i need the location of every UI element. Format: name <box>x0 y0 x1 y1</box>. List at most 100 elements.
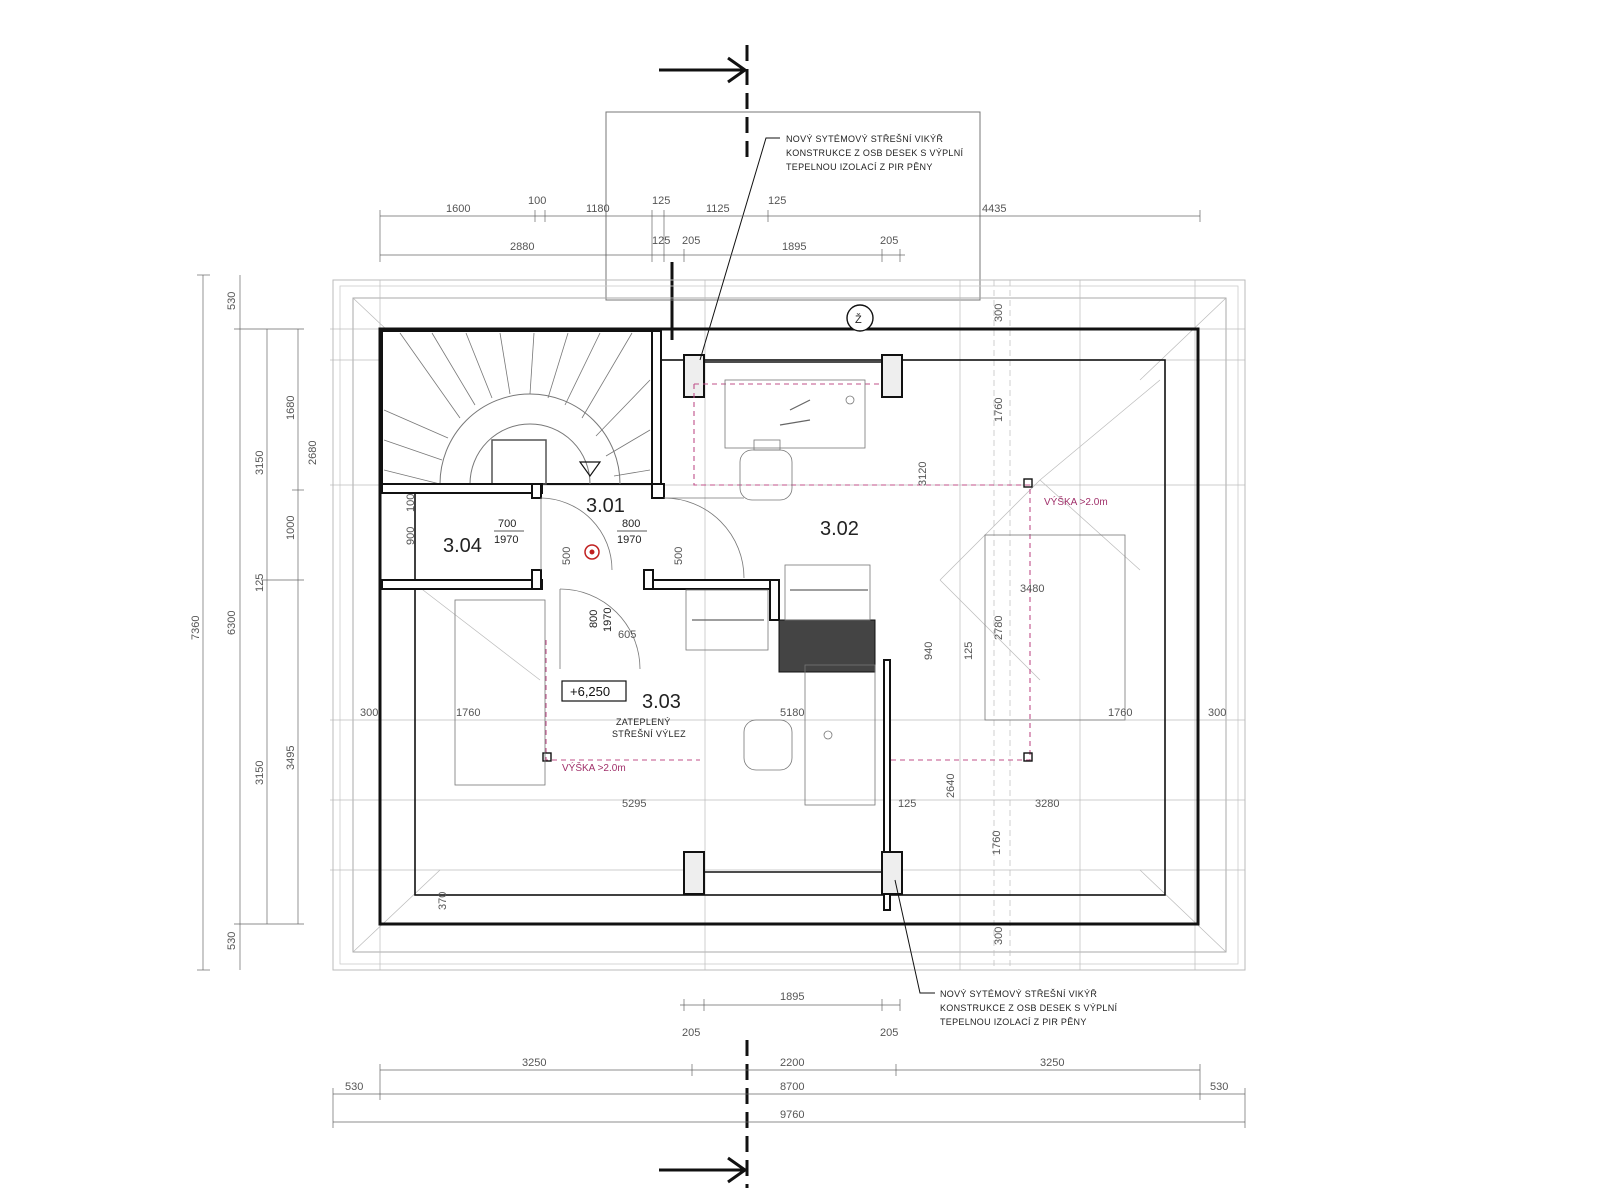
room-number-3-04: 3.04 <box>443 535 482 557</box>
section-cut-top <box>659 45 749 160</box>
attic-access-label: STŘEŠNÍ VÝLEZ <box>612 729 686 739</box>
svg-text:800: 800 <box>622 518 640 530</box>
svg-text:3250: 3250 <box>1040 1057 1064 1069</box>
svg-text:2880: 2880 <box>510 241 534 253</box>
svg-text:NOVÝ SYTÉMOVÝ STŘEŠNÍ VIKÝŘ: NOVÝ SYTÉMOVÝ STŘEŠNÍ VIKÝŘ <box>940 989 1097 999</box>
roof-eave <box>339 285 1239 965</box>
svg-text:2200: 2200 <box>780 1057 804 1069</box>
section-cut-bottom <box>659 1040 749 1188</box>
svg-text:NOVÝ SYTÉMOVÝ STŘEŠNÍ VIKÝŘ: NOVÝ SYTÉMOVÝ STŘEŠNÍ VIKÝŘ <box>786 134 943 144</box>
svg-text:300: 300 <box>993 927 1005 945</box>
svg-text:1760: 1760 <box>1108 707 1132 719</box>
svg-text:900: 900 <box>405 527 417 545</box>
height-marker <box>542 752 552 762</box>
smoke-detector-icon <box>584 544 600 560</box>
svg-text:500: 500 <box>561 547 573 565</box>
svg-text:500: 500 <box>673 547 685 565</box>
svg-text:2780: 2780 <box>993 616 1005 640</box>
svg-text:1180: 1180 <box>586 203 610 215</box>
room-number-3-01: 3.01 <box>586 495 625 517</box>
svg-text:1680: 1680 <box>285 396 297 420</box>
attic-access-label: ZATEPLENÝ <box>616 717 671 727</box>
dormer-outline <box>605 111 981 301</box>
svg-text:205: 205 <box>682 1027 700 1039</box>
svg-text:1125: 1125 <box>706 203 730 215</box>
dimension-texts-bottom: 1895 205 205 3250 2200 3250 530 8700 530… <box>345 991 1228 1121</box>
svg-text:530: 530 <box>226 292 238 310</box>
svg-text:940: 940 <box>923 642 935 660</box>
svg-text:KONSTRUKCE Z OSB DESEK S VÝPLN: KONSTRUKCE Z OSB DESEK S VÝPLNÍ <box>786 148 964 158</box>
room-number-3-02: 3.02 <box>820 518 859 540</box>
svg-text:3250: 3250 <box>522 1057 546 1069</box>
svg-text:1895: 1895 <box>782 241 806 253</box>
roof-outer <box>332 279 1246 971</box>
dormer-frames <box>704 361 882 873</box>
dimension-texts-interior: 605 1760 5295 300 300 5180 1760 3280 125… <box>360 304 1226 945</box>
svg-text:300: 300 <box>993 304 1005 322</box>
svg-text:530: 530 <box>345 1081 363 1093</box>
height-marker <box>1023 478 1033 488</box>
dimension-texts-room304: 100 900 500 500 <box>405 494 685 565</box>
dimension-lines-left <box>197 274 304 971</box>
svg-text:2680: 2680 <box>307 441 319 465</box>
svg-text:530: 530 <box>1210 1081 1228 1093</box>
height-note-right: VÝŠKA >2.0m <box>1044 495 1108 508</box>
svg-text:300: 300 <box>1208 707 1226 719</box>
dimension-texts-top: 1600 100 1180 125 1125 125 4435 2880 125… <box>446 195 1006 253</box>
interior-walls <box>381 330 891 911</box>
svg-text:300: 300 <box>360 707 378 719</box>
svg-text:6300: 6300 <box>226 611 238 635</box>
svg-text:205: 205 <box>880 1027 898 1039</box>
svg-text:TEPELNOU IZOLACÍ Z PIR PĚNY: TEPELNOU IZOLACÍ Z PIR PĚNY <box>786 162 933 172</box>
svg-text:1760: 1760 <box>993 398 1005 422</box>
svg-text:3120: 3120 <box>917 462 929 486</box>
svg-text:1970: 1970 <box>602 608 614 632</box>
svg-text:800: 800 <box>588 610 600 628</box>
svg-text:605: 605 <box>618 629 636 641</box>
elevation-box <box>561 680 627 702</box>
svg-text:3280: 3280 <box>1035 798 1059 810</box>
svg-text:8700: 8700 <box>780 1081 804 1093</box>
svg-text:1895: 1895 <box>780 991 804 1003</box>
svg-text:205: 205 <box>880 235 898 247</box>
svg-text:125: 125 <box>963 642 975 660</box>
svg-text:3150: 3150 <box>254 761 266 785</box>
svg-text:700: 700 <box>498 518 516 530</box>
exterior-walls <box>378 327 1200 926</box>
svg-text:1970: 1970 <box>617 534 641 546</box>
elevation-label: +6,250 <box>570 684 610 699</box>
svg-text:3150: 3150 <box>254 451 266 475</box>
svg-text:KONSTRUKCE Z OSB DESEK S VÝPLN: KONSTRUKCE Z OSB DESEK S VÝPLNÍ <box>940 1003 1118 1013</box>
height-note-left: VÝŠKA >2.0m <box>562 761 626 774</box>
svg-text:TEPELNOU IZOLACÍ Z PIR PĚNY: TEPELNOU IZOLACÍ Z PIR PĚNY <box>940 1017 1087 1027</box>
svg-text:125: 125 <box>768 195 786 207</box>
roof-inner <box>352 297 1227 953</box>
svg-text:7360: 7360 <box>190 616 202 640</box>
svg-text:205: 205 <box>682 235 700 247</box>
chimney-shaft <box>778 619 876 673</box>
height-marker <box>1023 752 1033 762</box>
svg-text:9760: 9760 <box>780 1109 804 1121</box>
svg-text:3480: 3480 <box>1020 583 1044 595</box>
furniture <box>454 379 1126 806</box>
svg-text:125: 125 <box>652 235 670 247</box>
svg-text:3495: 3495 <box>285 746 297 770</box>
svg-text:125: 125 <box>652 195 670 207</box>
svg-text:370: 370 <box>437 892 449 910</box>
svg-text:5180: 5180 <box>780 707 804 719</box>
dormer-columns <box>683 354 903 895</box>
room-number-3-03: 3.03 <box>642 691 681 713</box>
callout-top: NOVÝ SYTÉMOVÝ STŘEŠNÍ VIKÝŘ KONSTRUKCE Z… <box>699 134 964 361</box>
door-labels: 700 1970 800 1970 800 1970 <box>494 518 647 632</box>
doors <box>540 497 745 670</box>
svg-text:4435: 4435 <box>982 203 1006 215</box>
dimension-texts-left: 530 7360 530 6300 3150 125 3150 1680 268… <box>190 292 449 950</box>
dimension-lines-top <box>379 210 1201 262</box>
dimension-lines-bottom <box>332 999 1246 1128</box>
svg-text:2640: 2640 <box>945 774 957 798</box>
north-mark-label: Ž <box>855 313 862 326</box>
north-mark-circle <box>846 304 874 332</box>
svg-text:1970: 1970 <box>494 534 518 546</box>
svg-text:1600: 1600 <box>446 203 470 215</box>
